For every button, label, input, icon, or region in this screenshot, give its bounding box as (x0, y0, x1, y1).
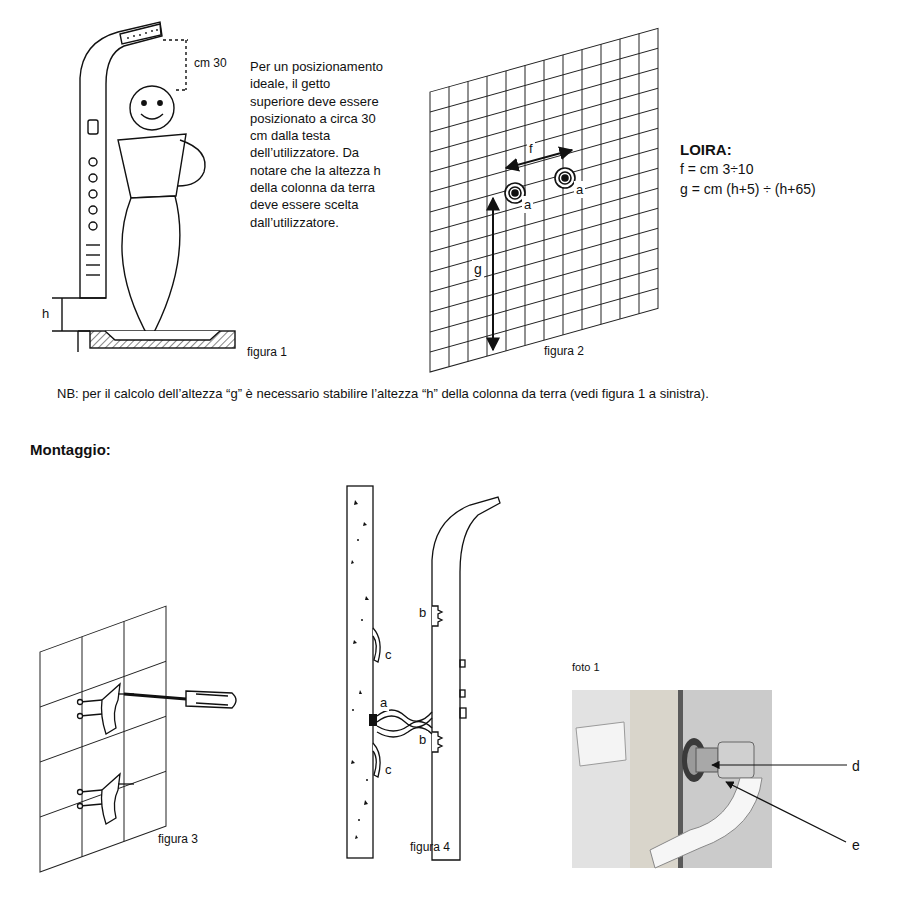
part-label: b (417, 731, 428, 748)
figure-caption: figura 4 (410, 840, 450, 856)
water-fittings (493, 150, 575, 350)
part-label: a (378, 694, 389, 711)
photo-caption: foto 1 (572, 660, 600, 675)
figure-caption: figura 3 (158, 832, 198, 848)
dimension-label: cm 30 (192, 56, 229, 72)
figure-caption: figura 1 (247, 345, 287, 361)
dimension-label: f (527, 140, 535, 157)
figure-caption: figura 2 (542, 344, 586, 360)
part-label: a (522, 196, 533, 213)
note: NB: per il calcolo dell’altezza “g” è ne… (57, 385, 817, 402)
screwdriver (124, 691, 236, 708)
tiled-wall-grid (430, 28, 658, 372)
photo (572, 690, 772, 868)
section-heading: Montaggio: (30, 440, 111, 460)
mounting-brackets (78, 684, 135, 824)
dimension-label: h (40, 305, 51, 322)
dimension-range: f = cm 3÷10 (680, 160, 753, 179)
shower-column-side (377, 497, 500, 860)
dimension-range: g = cm (h+5) ÷ (h+65) (680, 180, 816, 199)
part-label: c (383, 646, 394, 663)
part-label: c (383, 761, 394, 778)
instruction-note: Per un posizionamento ideale, il getto s… (250, 58, 388, 231)
model-name: LOIRA: (680, 140, 732, 160)
wall-tiles (40, 606, 166, 872)
shower-column-figure (52, 22, 235, 352)
leader-lines (712, 765, 847, 842)
part-label: a (574, 181, 585, 198)
part-label: d (852, 757, 860, 776)
part-label: b (417, 604, 428, 621)
part-label: e (852, 836, 860, 855)
dimension-label: g (472, 260, 484, 279)
wall-section (347, 486, 380, 858)
